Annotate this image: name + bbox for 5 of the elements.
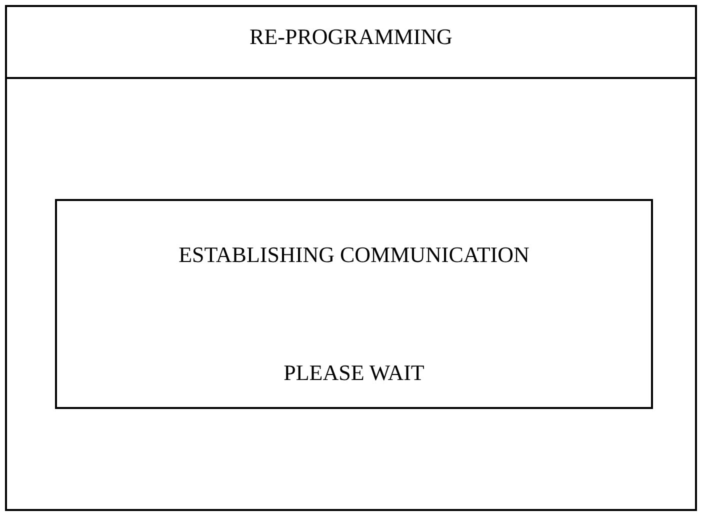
screen-title: RE-PROGRAMMING <box>248 24 454 50</box>
wait-message: PLEASE WAIT <box>282 360 426 386</box>
status-message: ESTABLISHING COMMUNICATION <box>178 242 530 268</box>
message-box <box>55 199 653 409</box>
screen-panel <box>5 5 697 511</box>
